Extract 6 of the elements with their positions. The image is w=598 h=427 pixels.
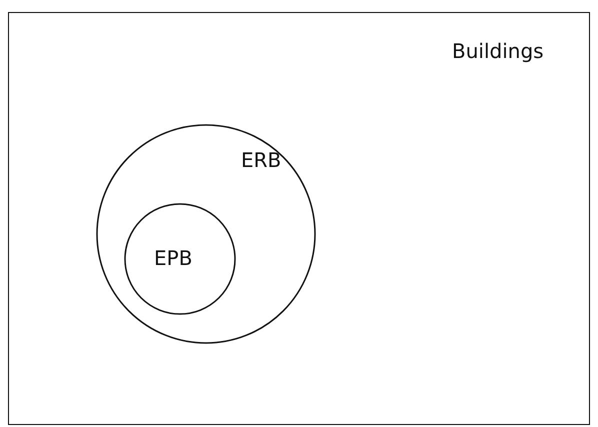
buildings-set-frame <box>8 12 590 425</box>
epb-set-circle <box>124 203 236 315</box>
set-label: Buildings <box>452 41 544 61</box>
set-label: ERB <box>241 150 282 170</box>
set-label: EPB <box>154 248 192 268</box>
erb-set-circle <box>96 124 316 344</box>
